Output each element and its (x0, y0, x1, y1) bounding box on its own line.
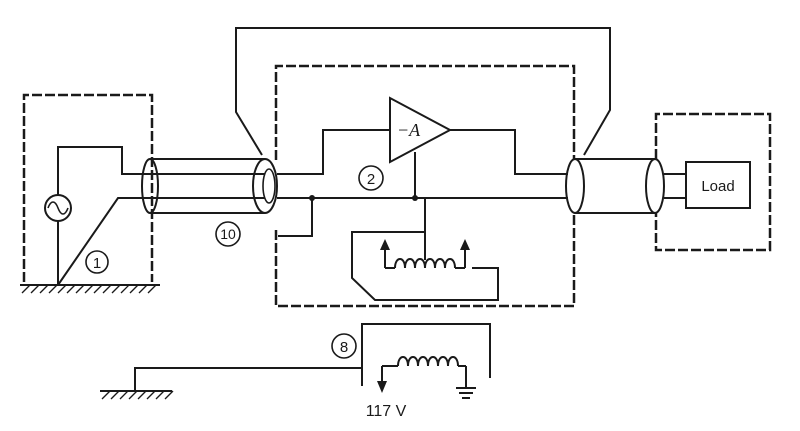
inner-shield (274, 64, 576, 308)
callout-1: 1 (85, 250, 109, 274)
amplifier-label: −A (397, 120, 421, 140)
svg-text:8: 8 (340, 339, 348, 356)
arrow-down-icon (377, 366, 387, 393)
svg-text:2: 2 (367, 171, 375, 188)
voltage-label: 117 V (366, 403, 407, 420)
ground-icon (456, 366, 476, 399)
load-box (685, 161, 751, 209)
svg-text:1: 1 (93, 255, 101, 272)
coil-internal-icon (385, 232, 465, 269)
callout-10: 10 (215, 221, 241, 247)
ac-source-icon (44, 194, 72, 222)
power-line-wiring (134, 323, 491, 391)
load-label: Load (701, 178, 734, 195)
callout-8: 8 (331, 333, 357, 359)
coax-cable-right (565, 158, 686, 214)
amplifier-wiring (277, 129, 568, 237)
pickup-loop (351, 197, 499, 301)
callout-2: 2 (358, 165, 384, 191)
coil-power-icon (382, 356, 466, 367)
ground-hatch-left (20, 284, 160, 294)
coax-cable-left (141, 158, 278, 214)
arrow-up-icon (460, 239, 470, 268)
source-enclosure (22, 93, 154, 282)
ground-hatch-bottom (100, 390, 174, 400)
outer-shield (235, 27, 611, 156)
svg-text:10: 10 (220, 226, 236, 242)
source-wiring (57, 146, 265, 286)
arrow-up-icon (380, 239, 390, 268)
load-enclosure (654, 112, 772, 252)
